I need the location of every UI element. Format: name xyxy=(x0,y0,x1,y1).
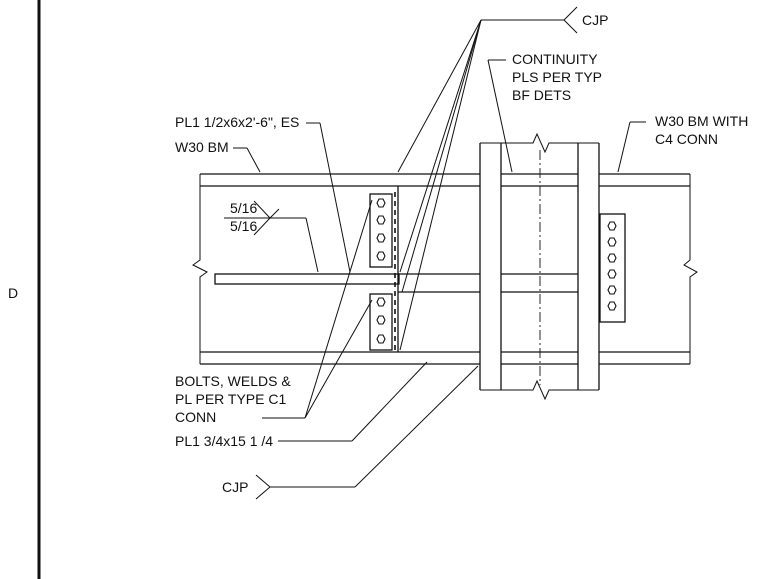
w30-with-leader xyxy=(617,121,646,173)
horizontal-plate-es xyxy=(214,273,400,285)
left-w30-beam xyxy=(192,173,399,365)
w30-with-label-2: C4 CONN xyxy=(655,131,718,147)
bolts-welds-label-1: BOLTS, WELDS & xyxy=(175,373,291,389)
weld-size-top: 5/16 xyxy=(230,200,257,216)
middle-beam-segment xyxy=(398,173,480,365)
right-shear-tab xyxy=(599,213,626,323)
continuity-label-3: BF DETS xyxy=(512,87,571,103)
grid-marker-label: D xyxy=(8,285,18,301)
plate-es-label: PL1 1/2x6x2'-6", ES xyxy=(175,114,299,130)
cjp-top-label: CJP xyxy=(582,12,608,28)
bolts-welds-label-2: PL PER TYPE C1 xyxy=(175,391,286,407)
w30-bm-label: W30 BM xyxy=(175,139,229,155)
continuity-label-2: PLS PER TYP xyxy=(512,69,602,85)
plate-bottom-leader xyxy=(278,361,428,442)
w30-with-label-1: W30 BM WITH xyxy=(655,113,748,129)
plate-bottom-label: PL1 3/4x15 1 /4 xyxy=(175,433,273,449)
continuity-plates xyxy=(501,173,578,365)
continuity-leader xyxy=(487,59,513,173)
bolts-welds-label-3: CONN xyxy=(175,409,216,425)
left-shear-tab-lower xyxy=(369,293,393,351)
weld-size-bottom: 5/16 xyxy=(230,218,257,234)
cjp-bottom-label: CJP xyxy=(222,479,248,495)
bolts-welds-leaders xyxy=(262,199,373,419)
right-w30-beam xyxy=(599,173,698,365)
cjp-bottom-leader xyxy=(255,365,479,500)
weld-symbol xyxy=(224,200,319,273)
column xyxy=(479,132,600,401)
w30-bm-leader xyxy=(233,147,261,173)
left-shear-tab-upper xyxy=(369,193,393,268)
continuity-label-1: CONTINUITY xyxy=(512,51,598,67)
cjp-top-leaders xyxy=(397,6,578,351)
plate-es-leader xyxy=(306,122,351,273)
